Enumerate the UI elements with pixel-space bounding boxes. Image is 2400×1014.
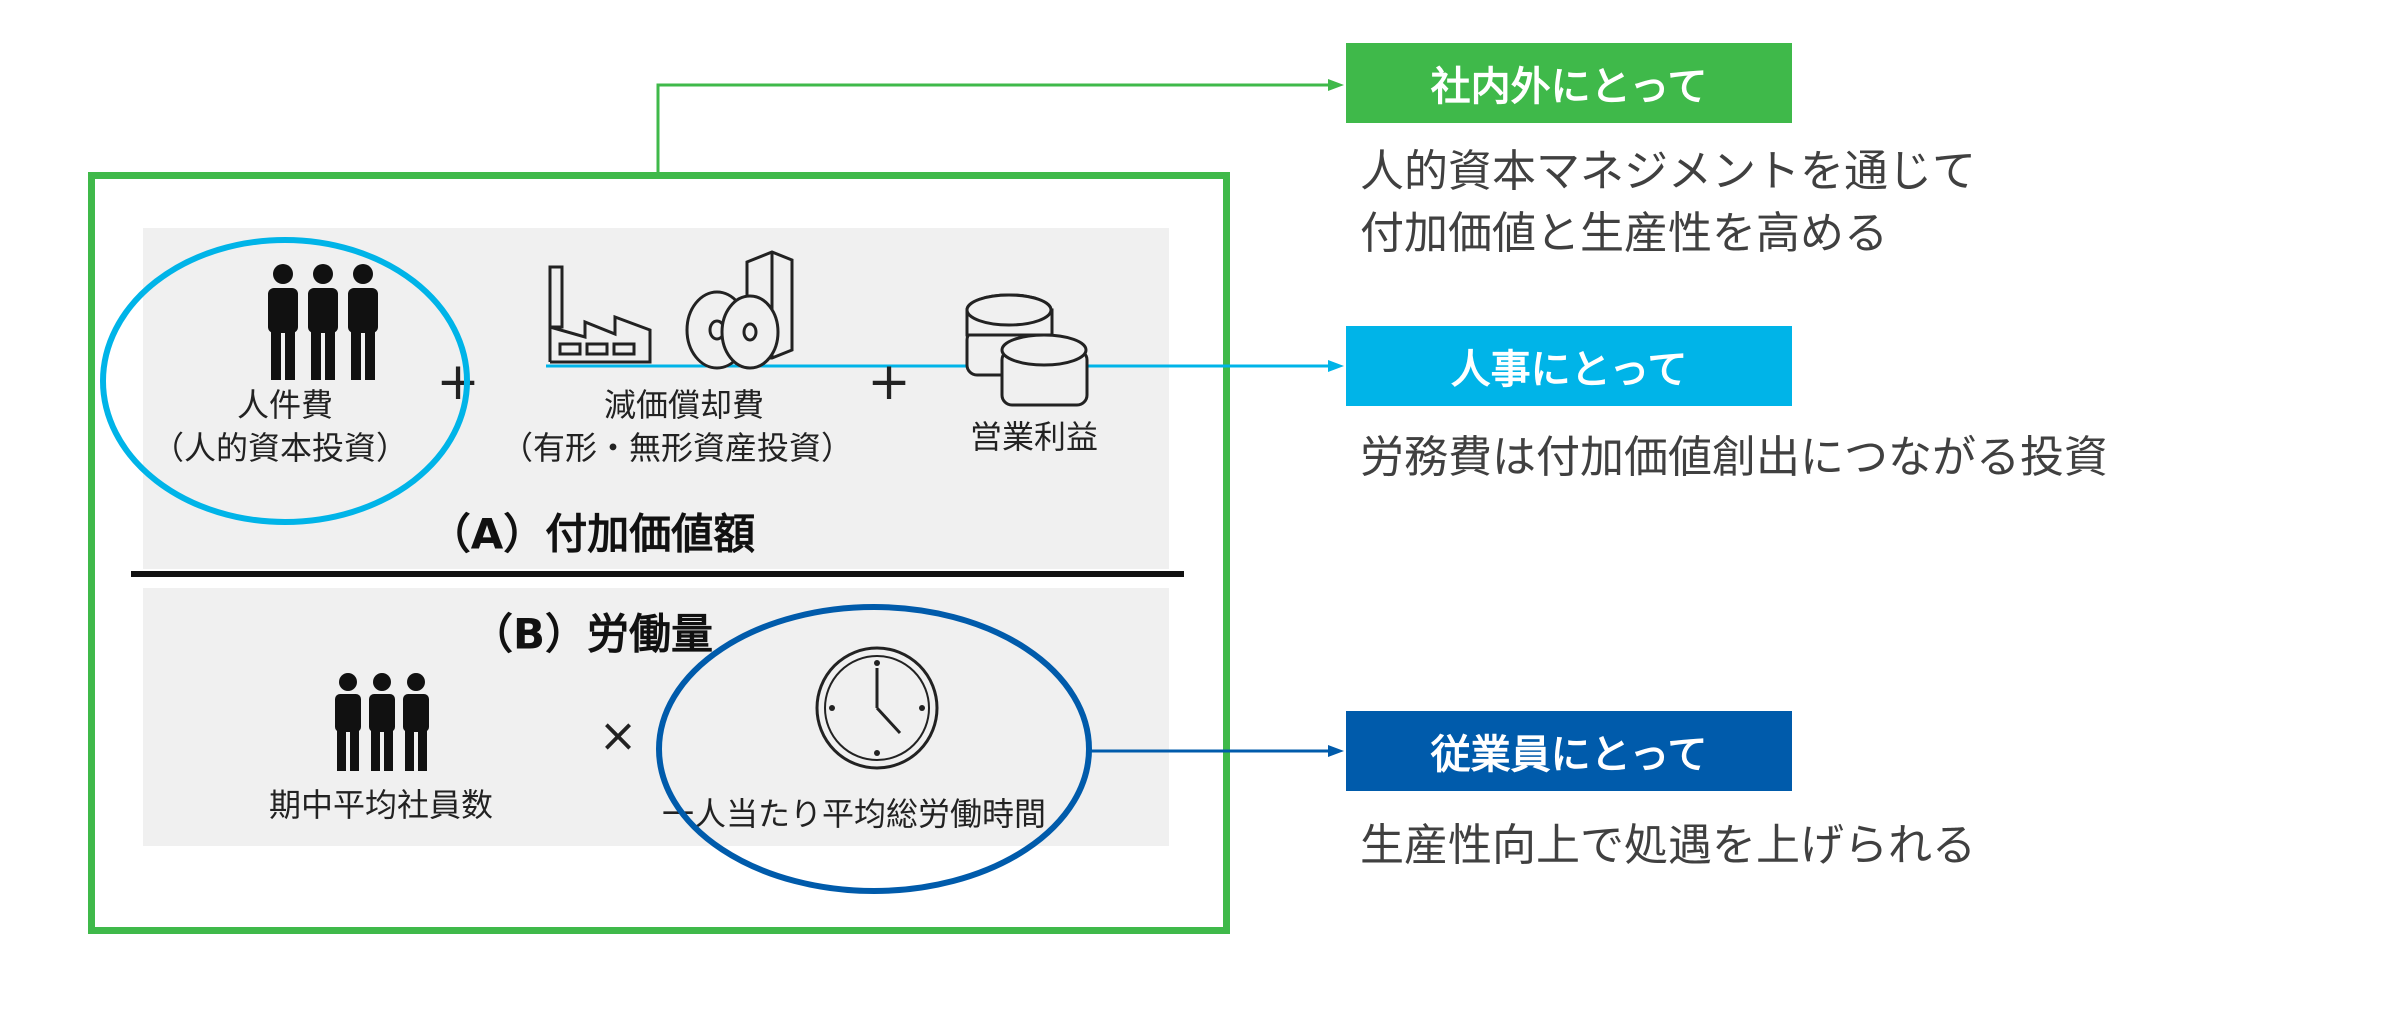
personnel-cost-sublabel: （人的資本投資） — [151, 429, 409, 467]
plus-operator: + — [867, 352, 911, 412]
people-icon — [335, 673, 429, 771]
clock-icon — [815, 646, 939, 770]
operating-profit-label: 営業利益 — [969, 418, 1099, 456]
value-added-panel — [143, 228, 1169, 569]
green-arrowhead — [1328, 79, 1344, 91]
hr-label: 人事にとって — [1346, 326, 1792, 406]
personnel-cost-label: 人件費 — [236, 386, 334, 424]
labor-volume-title: （B）労働量 — [470, 609, 714, 659]
employees-description: 生産性向上で処遇を上げられる — [1360, 820, 1976, 871]
avg-employees-label: 期中平均社員数 — [268, 786, 494, 824]
hr-description: 労務費は付加価値創出につながる投資 — [1360, 432, 2108, 483]
stakeholders-description: 人的資本マネジメントを通じて 付加価値と生産性を高める — [1360, 141, 1976, 265]
disc-and-box-icon — [685, 250, 794, 370]
stakeholders-label: 社内外にとって — [1346, 43, 1792, 123]
coins-icon — [965, 293, 1089, 407]
plus-operator: + — [436, 352, 480, 412]
blue-arrowhead — [1328, 745, 1344, 757]
value-added-title: （A）付加価値額 — [428, 509, 756, 559]
depreciation-label: 減価償却費 — [603, 386, 765, 424]
depreciation-sublabel: （有形・無形資産投資） — [500, 429, 854, 467]
fraction-divider — [131, 571, 1184, 577]
people-icon — [268, 264, 378, 380]
description-line: 付加価値と生産性を高める — [1360, 208, 1888, 259]
formula-frame — [88, 172, 1230, 934]
employees-label: 従業員にとって — [1346, 711, 1792, 791]
cyan-arrowhead — [1328, 360, 1344, 372]
avg-hours-label: 一人当たり平均総労働時間 — [661, 795, 1047, 833]
working-hours-highlight — [656, 604, 1092, 894]
factory-icon — [548, 265, 652, 364]
description-line: 人的資本マネジメントを通じて — [1360, 146, 1976, 197]
multiply-operator: × — [598, 708, 638, 762]
green-connector — [656, 83, 1330, 172]
personnel-cost-highlight — [100, 237, 470, 525]
